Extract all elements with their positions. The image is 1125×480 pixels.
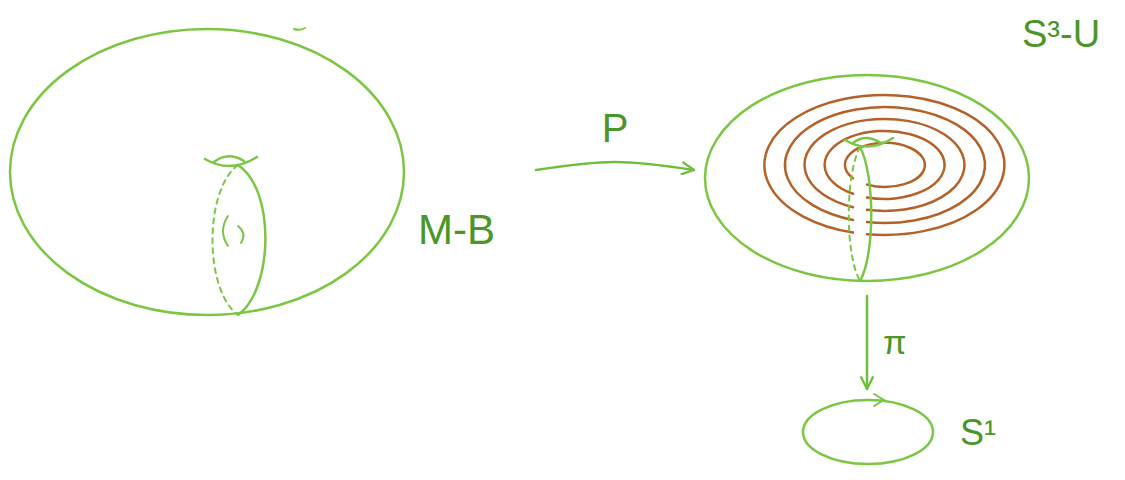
hole-upper-arc bbox=[853, 138, 881, 143]
complement-outline bbox=[705, 75, 1029, 281]
hole-lower-arc bbox=[845, 138, 893, 147]
space-label: M-B bbox=[418, 207, 495, 253]
handle-upper-arc bbox=[214, 156, 244, 162]
space-node: S¹ bbox=[798, 395, 1008, 470]
space-label: S³-U bbox=[1022, 14, 1100, 56]
space-label: S¹ bbox=[960, 413, 996, 453]
fibre-loop bbox=[764, 95, 1004, 235]
map-arrow bbox=[866, 296, 869, 389]
seam-front bbox=[860, 147, 871, 281]
fibre-loop bbox=[804, 119, 964, 211]
disc-curve bbox=[223, 216, 228, 246]
node-outline bbox=[8, 25, 530, 325]
manifold-outline bbox=[10, 29, 404, 315]
fibre-loop bbox=[845, 143, 925, 187]
orientation-tick bbox=[874, 394, 884, 406]
handle-lower-arc bbox=[205, 157, 257, 166]
meridian-front bbox=[238, 165, 265, 315]
space-node: S³-U bbox=[700, 8, 1115, 290]
space-node: M-B bbox=[8, 25, 530, 325]
meridian-back bbox=[213, 165, 239, 315]
map-label: π bbox=[881, 324, 908, 361]
map-arrow bbox=[536, 162, 694, 170]
fibre-loop bbox=[825, 131, 945, 199]
map-label: P bbox=[600, 106, 631, 150]
seam-back bbox=[849, 147, 860, 281]
fibre-loop bbox=[785, 107, 985, 223]
outline-tick bbox=[294, 28, 305, 30]
disc-curve bbox=[238, 226, 243, 243]
circle-outline bbox=[803, 400, 933, 464]
